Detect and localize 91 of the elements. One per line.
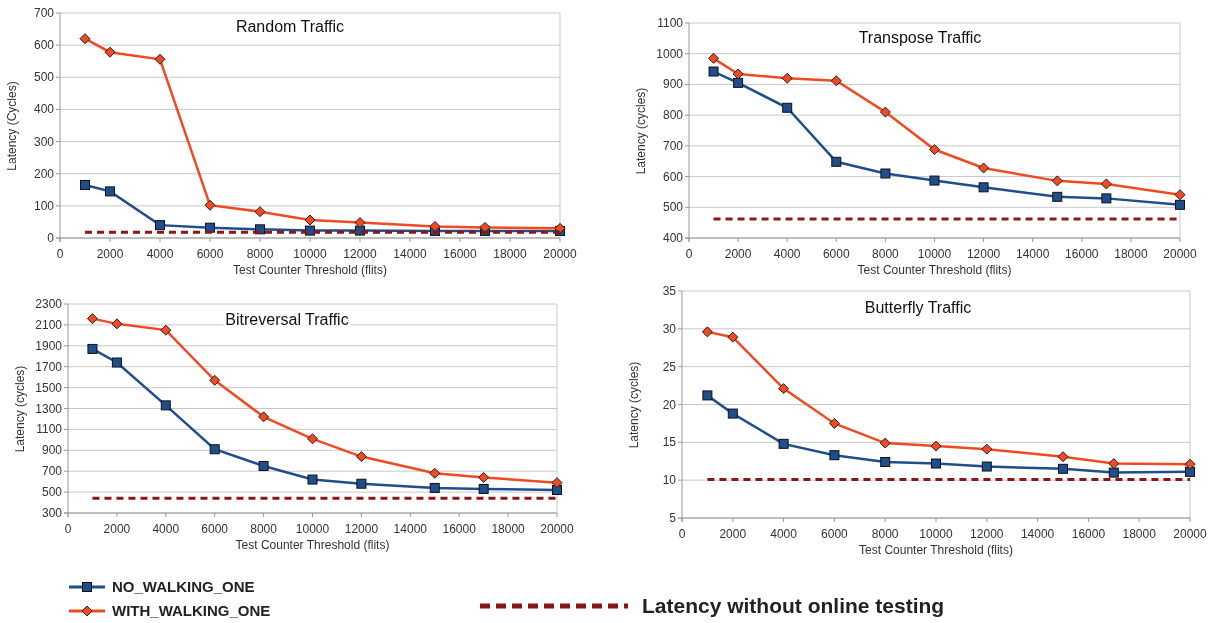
tick-label: 16000 bbox=[1071, 528, 1106, 540]
tick-label: 400 bbox=[662, 232, 683, 244]
tick-label: 1500 bbox=[35, 381, 62, 394]
tick-label: 10000 bbox=[917, 248, 952, 260]
tick-label: 700 bbox=[33, 7, 54, 19]
tick-label: 4000 bbox=[770, 528, 797, 540]
tick-label: 20000 bbox=[1163, 248, 1197, 260]
tick-label: 12000 bbox=[344, 523, 379, 535]
tick-label: 8000 bbox=[246, 248, 274, 260]
axis-title: Test Counter Threshold (flits) bbox=[233, 264, 387, 276]
tick-label: 12000 bbox=[966, 248, 1001, 260]
tick-label: 1700 bbox=[35, 360, 62, 373]
tick-label: 2100 bbox=[35, 318, 62, 331]
tick-label: 500 bbox=[662, 201, 683, 214]
tick-label: 4000 bbox=[146, 248, 174, 260]
axis-title: Latency (Cycles) bbox=[6, 80, 18, 171]
axis-title: Test Counter Threshold (flits) bbox=[235, 539, 390, 551]
tick-label: 6000 bbox=[822, 248, 850, 260]
axis-title: Latency (cycles) bbox=[628, 361, 640, 448]
tick-label: 300 bbox=[33, 135, 54, 148]
tick-label: 200 bbox=[33, 167, 54, 180]
chart-title: Transpose Traffic bbox=[856, 30, 984, 46]
tick-label: 4000 bbox=[152, 523, 180, 535]
tick-label: 16000 bbox=[1065, 248, 1099, 260]
axis-title: Test Counter Threshold (flits) bbox=[859, 544, 1013, 556]
legend-label: Latency without online testing bbox=[642, 593, 945, 619]
tick-label: 1000 bbox=[656, 47, 683, 60]
tick-label: 0 bbox=[64, 523, 72, 535]
tick-label: 300 bbox=[41, 507, 62, 519]
tick-label: 16000 bbox=[442, 523, 476, 535]
legend-label: NO_WALKING_ONE bbox=[112, 577, 255, 597]
tick-label: 0 bbox=[47, 232, 54, 244]
tick-label: 30 bbox=[662, 322, 676, 335]
tick-label: 10000 bbox=[919, 528, 953, 540]
tick-label: 14000 bbox=[393, 523, 427, 535]
tick-label: 600 bbox=[662, 170, 683, 183]
tick-label: 600 bbox=[33, 39, 54, 52]
tick-label: 18000 bbox=[491, 523, 525, 535]
tick-label: 10 bbox=[662, 474, 676, 487]
tick-label: 5 bbox=[669, 512, 676, 524]
tick-label: 10000 bbox=[295, 523, 330, 535]
tick-label: 100 bbox=[33, 199, 54, 212]
tick-label: 500 bbox=[33, 71, 54, 84]
tick-label: 400 bbox=[33, 103, 54, 116]
tick-label: 0 bbox=[56, 248, 64, 260]
tick-label: 2300 bbox=[35, 298, 62, 310]
tick-label: 8000 bbox=[250, 523, 277, 535]
tick-label: 800 bbox=[662, 109, 683, 122]
tick-label: 14000 bbox=[393, 248, 427, 260]
tick-label: 35 bbox=[662, 285, 676, 297]
tick-label: 6000 bbox=[201, 523, 229, 535]
tick-label: 2000 bbox=[719, 528, 747, 540]
tick-label: 20000 bbox=[1173, 528, 1207, 540]
tick-label: 8000 bbox=[872, 248, 899, 260]
tick-label: 900 bbox=[41, 444, 62, 457]
tick-label: 12000 bbox=[343, 248, 377, 260]
axis-title: Latency (cycles) bbox=[14, 365, 26, 452]
tick-label: 18000 bbox=[493, 248, 527, 260]
tick-label: 0 bbox=[685, 248, 693, 260]
tick-label: 10000 bbox=[293, 248, 327, 260]
tick-label: 14000 bbox=[1020, 528, 1055, 540]
chart-title: Bitreversal Traffic bbox=[223, 312, 351, 328]
tick-label: 1900 bbox=[35, 339, 62, 352]
tick-label: 2000 bbox=[96, 248, 124, 260]
tick-label: 18000 bbox=[1114, 248, 1148, 260]
tick-label: 6000 bbox=[196, 248, 224, 260]
axis-title: Latency (cycles) bbox=[635, 87, 647, 174]
tick-label: 20000 bbox=[543, 248, 577, 260]
tick-label: 20000 bbox=[540, 523, 574, 535]
tick-label: 8000 bbox=[871, 528, 899, 540]
tick-label: 15 bbox=[662, 436, 676, 449]
tick-label: 4000 bbox=[773, 248, 801, 260]
tick-label: 12000 bbox=[970, 528, 1004, 540]
tick-label: 20 bbox=[662, 398, 676, 411]
tick-label: 1300 bbox=[35, 402, 62, 415]
tick-label: 700 bbox=[41, 465, 62, 478]
tick-label: 1100 bbox=[36, 423, 62, 436]
tick-label: 1100 bbox=[657, 17, 683, 29]
tick-label: 500 bbox=[41, 486, 62, 499]
tick-label: 18000 bbox=[1122, 528, 1156, 540]
tick-label: 2000 bbox=[103, 523, 131, 535]
tick-label: 700 bbox=[662, 139, 683, 152]
tick-label: 0 bbox=[678, 528, 686, 540]
tick-label: 14000 bbox=[1016, 248, 1050, 260]
tick-label: 6000 bbox=[821, 528, 848, 540]
tick-label: 900 bbox=[662, 78, 683, 91]
axis-title: Test Counter Threshold (flits) bbox=[857, 264, 1012, 276]
tick-label: 2000 bbox=[724, 248, 752, 260]
tick-label: 25 bbox=[662, 360, 676, 373]
legend-label: WITH_WALKING_ONE bbox=[112, 601, 271, 621]
tick-label: 16000 bbox=[443, 248, 477, 260]
